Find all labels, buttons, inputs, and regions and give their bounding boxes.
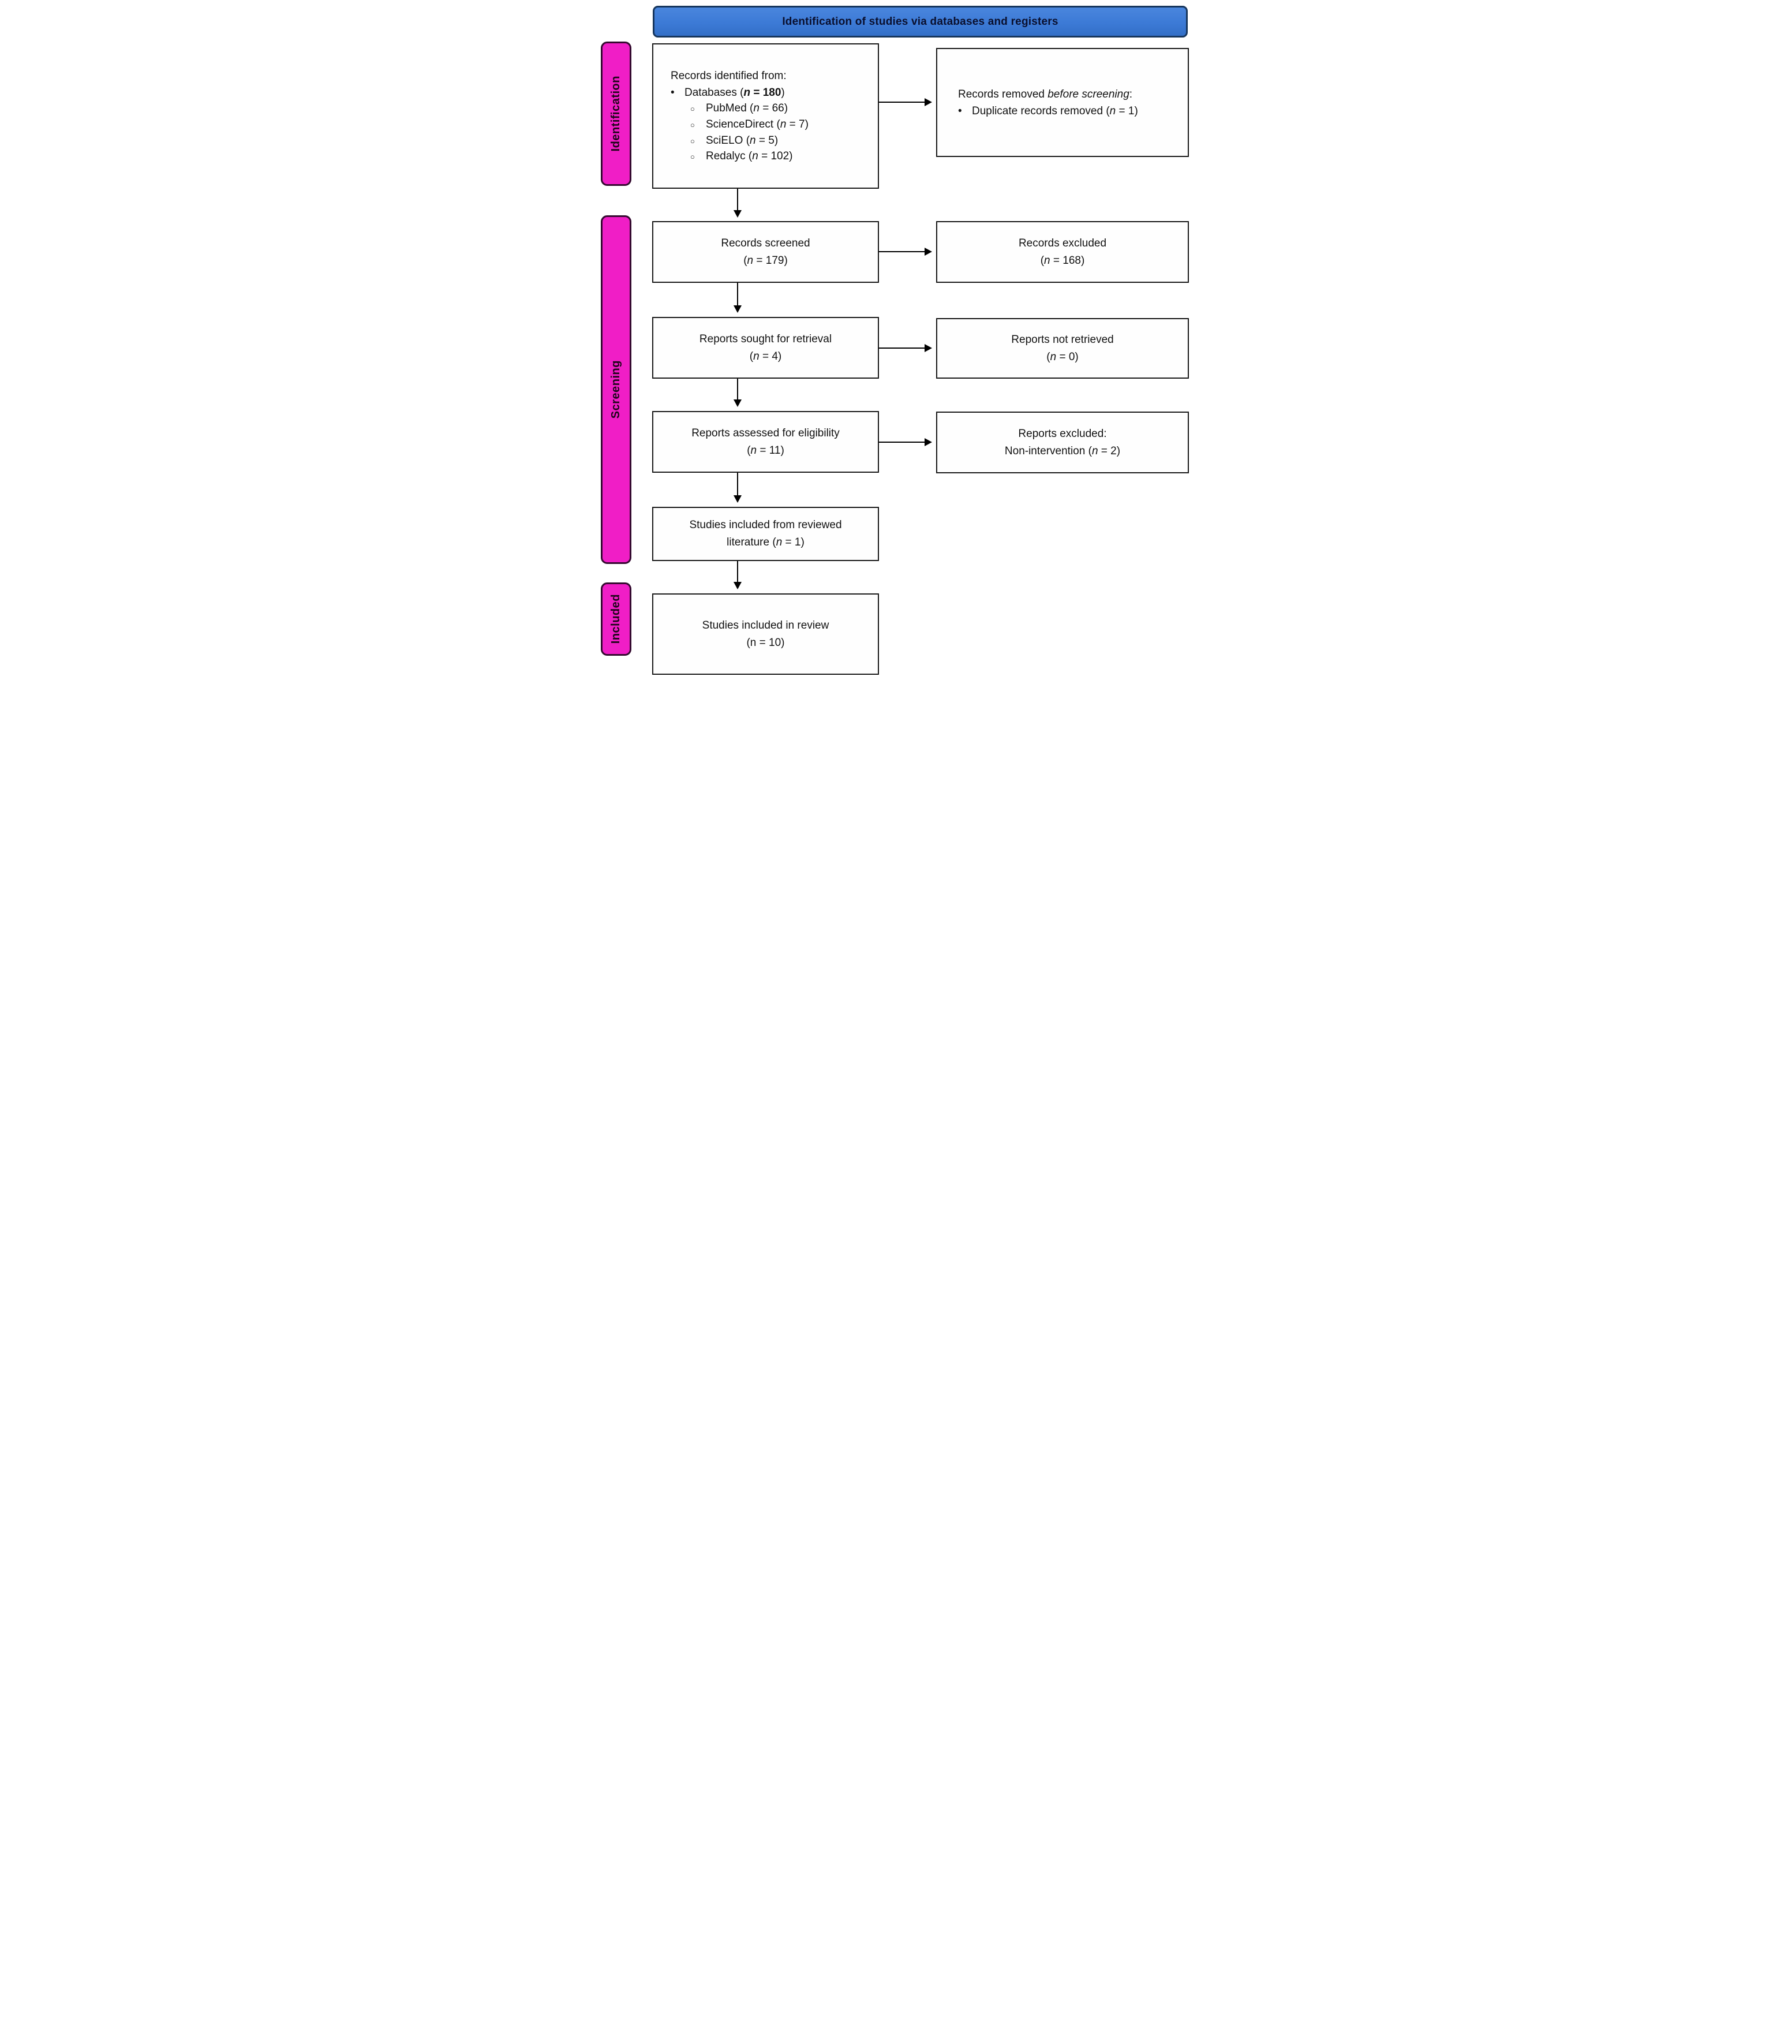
sidebar-identification-label: Identification — [609, 76, 622, 152]
box-line: (n = 11) — [747, 444, 784, 457]
arrow-assessed-to-included-literature — [737, 473, 738, 499]
bullet-item: ○ ScienceDirect (n = 7) — [690, 117, 809, 133]
bullet-marker: ○ — [690, 152, 695, 162]
arrow-identified-to-screened — [737, 189, 738, 214]
box-records-screened: Records screened (n = 179) — [652, 221, 879, 283]
bullet-list: • Duplicate records removed (n = 1) — [958, 103, 1138, 119]
box-studies-included-literature: Studies included from reviewed literatur… — [652, 507, 879, 561]
bullet-text: ScienceDirect (n = 7) — [706, 118, 809, 130]
bullet-marker: ○ — [690, 104, 695, 114]
arrow-screened-to-sought — [737, 283, 738, 309]
box-line: Records excluded — [1018, 237, 1107, 249]
box-line: Reports assessed for eligibility — [691, 427, 840, 439]
box-title: Records removed before screening: — [958, 88, 1133, 100]
bullet-marker: ○ — [690, 121, 695, 129]
bullet-text: Databases (n = 180) — [684, 86, 785, 99]
arrow-assessed-to-reports-excluded — [879, 442, 929, 443]
box-line: (n = 179) — [743, 254, 788, 267]
box-reports-excluded: Reports excluded: Non-intervention (n = … — [936, 412, 1189, 473]
arrow-identified-to-removed — [879, 102, 929, 103]
box-line: literature (n = 1) — [727, 536, 805, 548]
box-reports-sought: Reports sought for retrieval (n = 4) — [652, 317, 879, 379]
arrow-sought-to-not-retrieved — [879, 347, 929, 349]
bullet-marker: • — [671, 86, 675, 99]
prisma-flow-diagram: Identification of studies via databases … — [597, 0, 1195, 681]
sidebar-screening: Screening — [601, 215, 631, 564]
sidebar-screening-label: Screening — [609, 360, 622, 419]
header-title: Identification of studies via databases … — [782, 15, 1058, 28]
box-line: Studies included from reviewed — [689, 519, 842, 532]
box-line: Studies included in review — [702, 619, 829, 631]
bullet-marker: • — [958, 104, 962, 117]
bullet-list: • Databases (n = 180) ○ PubMed (n = 66) ○ Sci… — [671, 85, 809, 165]
box-line: (n = 10) — [746, 636, 785, 649]
bullet-text: PubMed (n = 66) — [706, 102, 788, 115]
box-records-removed: Records removed before screening: • Dupli… — [936, 48, 1189, 157]
sidebar-identification: Identification — [601, 42, 631, 186]
bullet-item: • Duplicate records removed (n = 1) — [958, 103, 1138, 119]
bullet-marker: ○ — [690, 136, 695, 145]
box-reports-not-retrieved: Reports not retrieved (n = 0) — [936, 318, 1189, 379]
arrow-included-literature-to-review — [737, 561, 738, 586]
sidebar-included: Included — [601, 582, 631, 656]
box-line: Reports not retrieved — [1011, 333, 1114, 346]
box-line: (n = 0) — [1046, 350, 1079, 363]
box-line: (n = 4) — [749, 350, 782, 363]
header-banner: Identification of studies via databases … — [653, 6, 1188, 38]
box-title: Records identified from: — [671, 70, 787, 83]
bullet-text: Duplicate records removed (n = 1) — [972, 104, 1138, 117]
bullet-item: • Databases (n = 180) — [671, 85, 809, 101]
arrow-sought-to-assessed — [737, 379, 738, 403]
bullet-item: ○ SciELO (n = 5) — [690, 133, 809, 149]
box-line: (n = 168) — [1040, 254, 1085, 267]
box-records-identified: Records identified from: • Databases (n =… — [652, 43, 879, 189]
bullet-item: ○ PubMed (n = 66) — [690, 100, 809, 117]
bullet-text: SciELO (n = 5) — [706, 134, 779, 147]
box-reports-assessed: Reports assessed for eligibility (n = 11… — [652, 411, 879, 473]
box-records-excluded: Records excluded (n = 168) — [936, 221, 1189, 283]
bullet-text: Redalyc (n = 102) — [706, 150, 793, 163]
sidebar-included-label: Included — [609, 594, 622, 644]
box-line: Non-intervention (n = 2) — [1004, 444, 1121, 457]
box-line: Reports sought for retrieval — [699, 332, 832, 345]
box-line: Reports excluded: — [1018, 427, 1107, 440]
box-line: Records screened — [721, 237, 810, 249]
arrow-screened-to-excluded — [879, 251, 929, 252]
bullet-item: ○ Redalyc (n = 102) — [690, 148, 809, 165]
box-studies-included-review: Studies included in review (n = 10) — [652, 593, 879, 675]
